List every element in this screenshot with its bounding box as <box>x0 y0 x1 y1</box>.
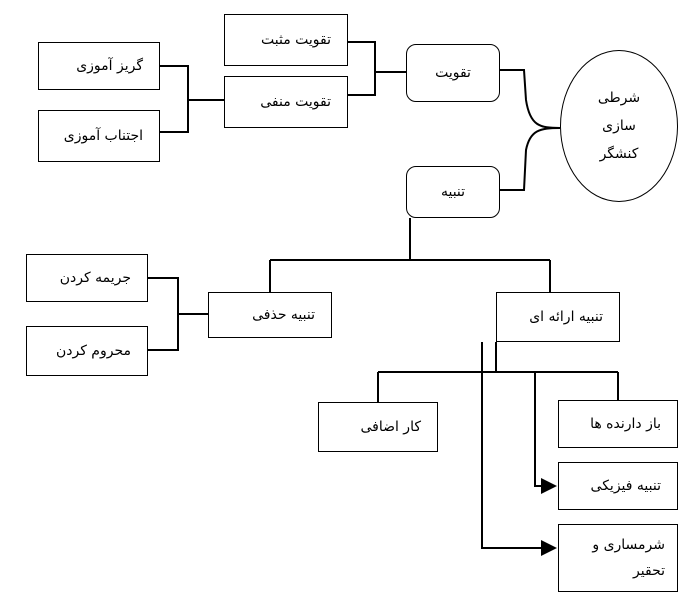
node-positive-reinforcement-label: تقویت مثبت <box>261 32 331 48</box>
node-fining-label: جریمه کردن <box>59 270 131 286</box>
node-extra-work-label: کار اضافی <box>360 419 421 435</box>
node-escape-learning-label: گریز آموزی <box>76 58 143 74</box>
node-physical-punishment: تنبیه فیزیکی <box>558 462 678 510</box>
node-deprivation-label: محروم کردن <box>55 343 131 359</box>
node-fining: جریمه کردن <box>26 254 148 302</box>
node-escape-learning: گریز آموزی <box>38 42 160 90</box>
node-negative-reinforcement: تقویت منفی <box>224 76 348 128</box>
node-negative-reinforcement-label: تقویت منفی <box>260 94 331 110</box>
connector-shaming <box>481 342 557 556</box>
node-avoidance-learning-label: اجتناب آموزی <box>63 128 143 144</box>
node-presentation-punishment: تنبیه ارائه ای <box>496 292 620 342</box>
node-punishment: تنبیه <box>406 166 500 218</box>
node-removal-punishment: تنبیه حذفی <box>208 292 332 338</box>
connector-removal-deprivation <box>148 313 208 351</box>
connector-punishment-branch <box>269 218 551 292</box>
connector-physical <box>534 372 557 494</box>
node-extra-work: کار اضافی <box>318 402 438 452</box>
node-positive-reinforcement: تقویت مثبت <box>224 14 348 66</box>
node-shaming-label: شرمساری و تحقیر <box>592 537 665 579</box>
node-reinforcement: تقویت <box>406 44 500 102</box>
node-physical-punishment-label: تنبیه فیزیکی <box>590 478 661 494</box>
node-operant-conditioning-label: شرطی سازی کنشگر <box>597 90 641 162</box>
node-operant-conditioning: شرطی سازی کنشگر <box>560 50 678 202</box>
connector-reinforcement-positive <box>348 41 406 73</box>
node-avoidance-learning: اجتناب آموزی <box>38 110 160 162</box>
node-reprimanding: باز دارنده ها <box>558 400 678 448</box>
connector-reinforcement-negative <box>348 71 406 96</box>
connector-conditioning-punishment <box>500 127 561 191</box>
connector-negative-avoidance <box>160 99 224 133</box>
connector-removal-fining <box>148 277 208 315</box>
node-punishment-label: تنبیه <box>440 184 466 200</box>
node-presentation-punishment-label: تنبیه ارائه ای <box>529 309 603 325</box>
node-removal-punishment-label: تنبیه حذفی <box>252 307 315 323</box>
connector-negative-escape <box>160 65 224 101</box>
node-deprivation: محروم کردن <box>26 326 148 376</box>
node-reinforcement-label: تقویت <box>435 65 471 81</box>
connector-conditioning-reinforcement <box>500 69 561 129</box>
node-reprimanding-label: باز دارنده ها <box>590 416 661 432</box>
node-shaming: شرمساری و تحقیر <box>558 524 678 592</box>
